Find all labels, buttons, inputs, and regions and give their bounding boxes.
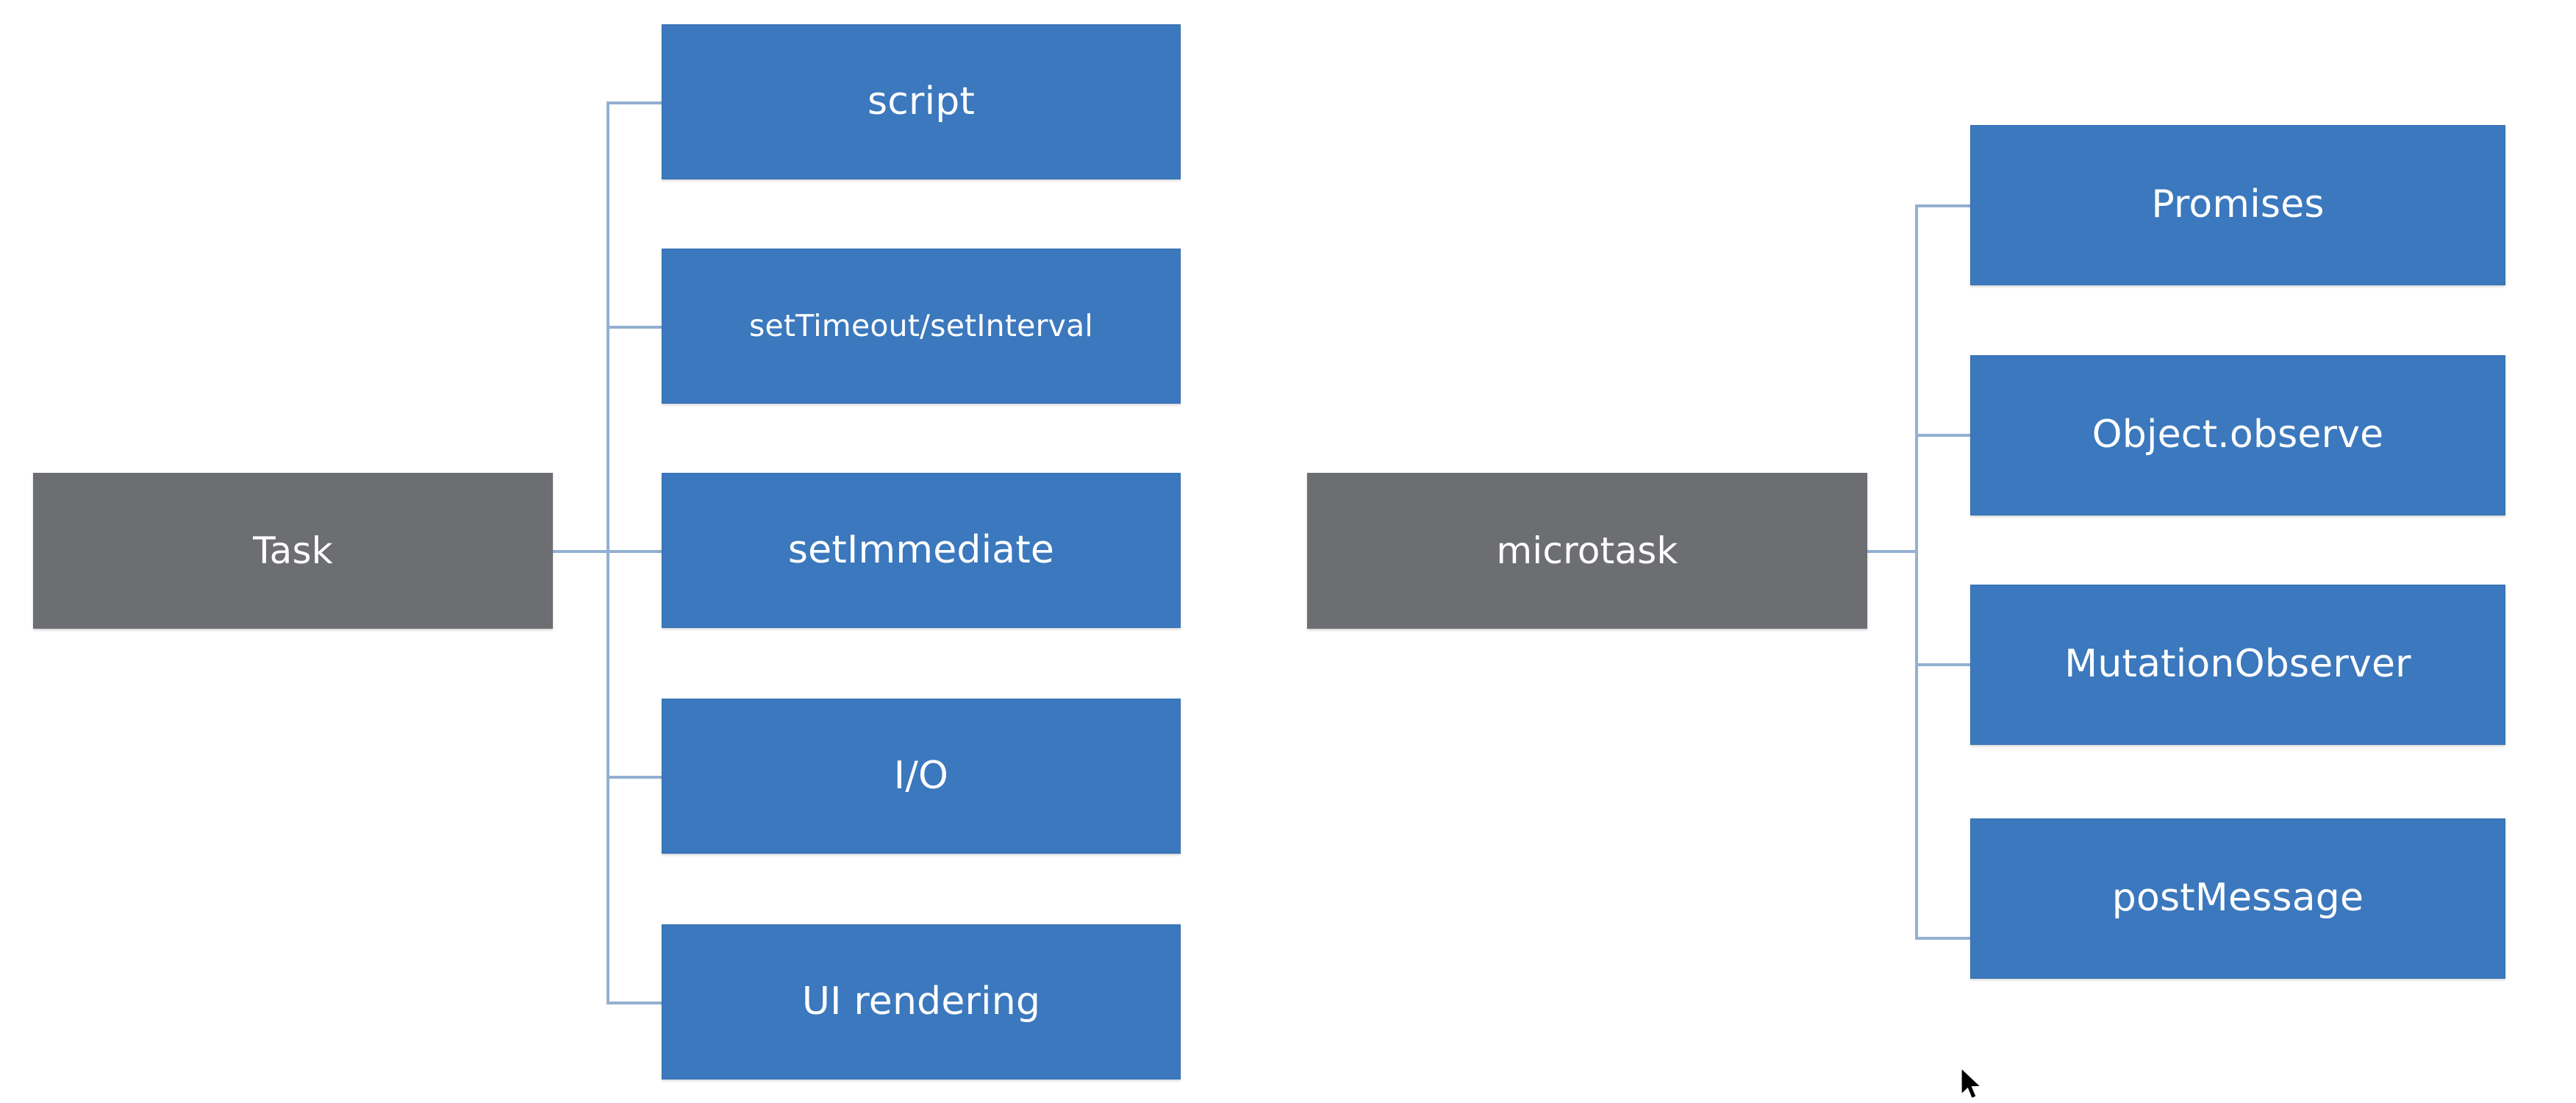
connector-stub-promises [1915,204,1974,207]
connector-stub-postmessage [1915,937,1974,940]
node-task-label: Task [253,529,333,572]
node-setimmediate-label: setImmediate [787,527,1055,572]
connector-spine-task [607,101,609,1004]
node-settimeout-setinterval[interactable]: setTimeout/setInterval [662,249,1181,404]
node-script[interactable]: script [662,24,1181,179]
node-ui-rendering-label: UI rendering [801,979,1041,1024]
connector-stub-object-observe [1915,434,1974,437]
node-object-observe[interactable]: Object.observe [1970,355,2505,515]
node-postmessage[interactable]: postMessage [1970,818,2505,979]
node-object-observe-label: Object.observe [2092,413,2384,457]
node-ui-rendering[interactable]: UI rendering [662,924,1181,1079]
connector-stub-settimeout [607,326,664,329]
node-io-label: I/O [893,753,949,798]
node-promises[interactable]: Promises [1970,125,2505,285]
mouse-arrow-cursor [1960,1067,1985,1103]
connector-stub-script [607,101,664,104]
node-settimeout-setinterval-label: setTimeout/setInterval [748,307,1094,343]
connector-spine-microtask [1915,204,1918,940]
connector-stub-ui-rendering [607,1002,664,1004]
connector-stub-setimmediate [607,550,664,553]
node-setimmediate[interactable]: setImmediate [662,473,1181,628]
node-microtask-label: microtask [1496,529,1678,572]
node-microtask[interactable]: microtask [1307,473,1867,629]
node-script-label: script [867,79,976,124]
connector-task-to-spine [553,550,609,553]
node-task[interactable]: Task [33,473,553,629]
connector-stub-io [607,776,664,779]
node-mutationobserver[interactable]: MutationObserver [1970,585,2505,745]
node-postmessage-label: postMessage [2111,876,2364,921]
node-promises-label: Promises [2151,182,2325,227]
node-io[interactable]: I/O [662,699,1181,854]
connector-stub-mutationobserver [1915,663,1974,666]
node-mutationobserver-label: MutationObserver [2064,642,2411,687]
connector-microtask-to-spine [1867,550,1918,553]
